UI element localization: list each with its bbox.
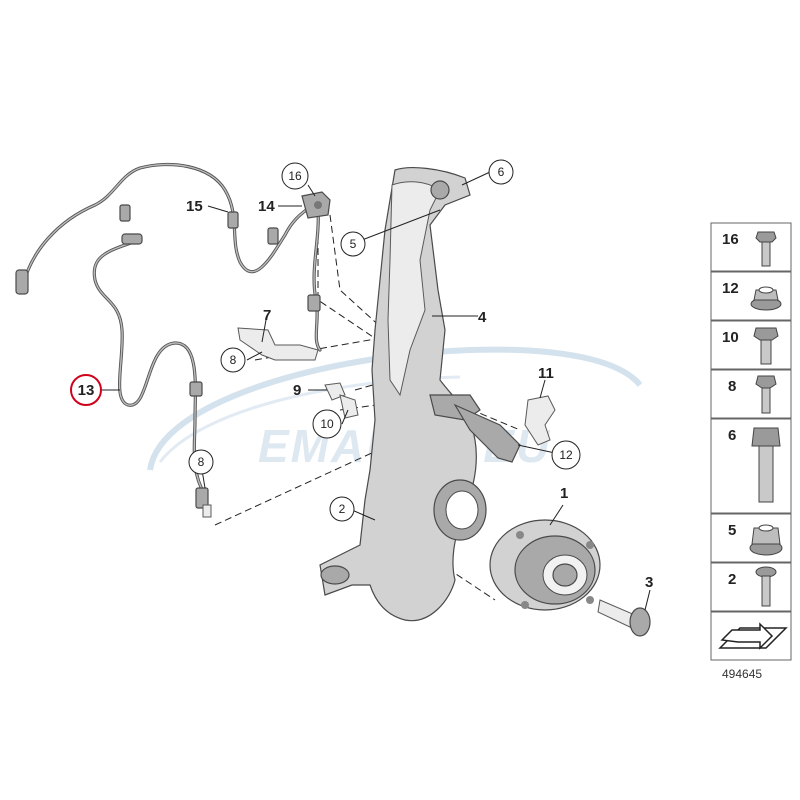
callouts: 1 2 3 4 5 6 7 8 8 9 10 11 12 13 14 15 16 [70,159,653,591]
callout-11: 11 [538,365,554,382]
callout-1: 1 [560,485,568,502]
legend-label-6: 6 [728,427,736,444]
hex-bolt-icon [751,427,781,503]
fastener-legend: 16 12 10 8 6 [710,222,792,681]
legend-label-16: 16 [722,231,739,248]
legend-label-12: 12 [722,280,739,297]
bracket-7 [237,327,319,361]
wheel-hub-1 [489,519,601,611]
direction-arrow-icon [718,622,788,650]
callout-13: 13 [78,382,95,399]
flange-bolt-icon [755,231,777,267]
callout-8-sensor: 8 [198,455,205,469]
callout-4: 4 [478,309,487,326]
legend-label-2: 2 [728,571,736,588]
steering-knuckle-4 [319,167,487,622]
legend-cell-16 [710,222,792,272]
callout-15: 15 [186,198,203,215]
torx-screw-icon [755,566,777,607]
callout-16: 16 [288,169,302,183]
sensor-cable-15 [15,162,314,295]
reference-number: 494645 [722,667,762,681]
bracket-11 [524,395,556,446]
callout-12: 12 [559,448,573,462]
torx-bolt-icon [755,375,777,414]
callout-5: 5 [350,237,357,251]
callout-2: 2 [339,502,346,516]
callout-9: 9 [293,382,301,399]
legend-label-8: 8 [728,378,736,395]
callout-10: 10 [320,417,334,431]
sensor-cable-13 [92,233,212,518]
hex-nut-icon [749,524,783,556]
legend-cell-10 [710,320,792,370]
hub-bolt-3 [597,599,651,637]
legend-label-10: 10 [722,329,739,346]
flange-bolt-icon [753,327,779,365]
bolt-10 [339,394,359,419]
arm-12 [453,403,521,463]
callout-3: 3 [645,574,653,591]
callout-7: 7 [263,307,271,324]
legend-cell-8 [710,369,792,419]
sensor-cable-14 [307,208,322,352]
flange-nut-icon [750,286,782,311]
callout-6: 6 [498,165,505,179]
wheel-speed-sensor-14 [301,191,331,219]
legend-cell-12 [710,271,792,321]
legend-cell-2 [710,562,792,612]
legend-label-5: 5 [728,522,736,539]
callout-14: 14 [258,198,275,215]
leader-lines [102,171,651,611]
callout-8-bracket: 8 [230,353,237,367]
